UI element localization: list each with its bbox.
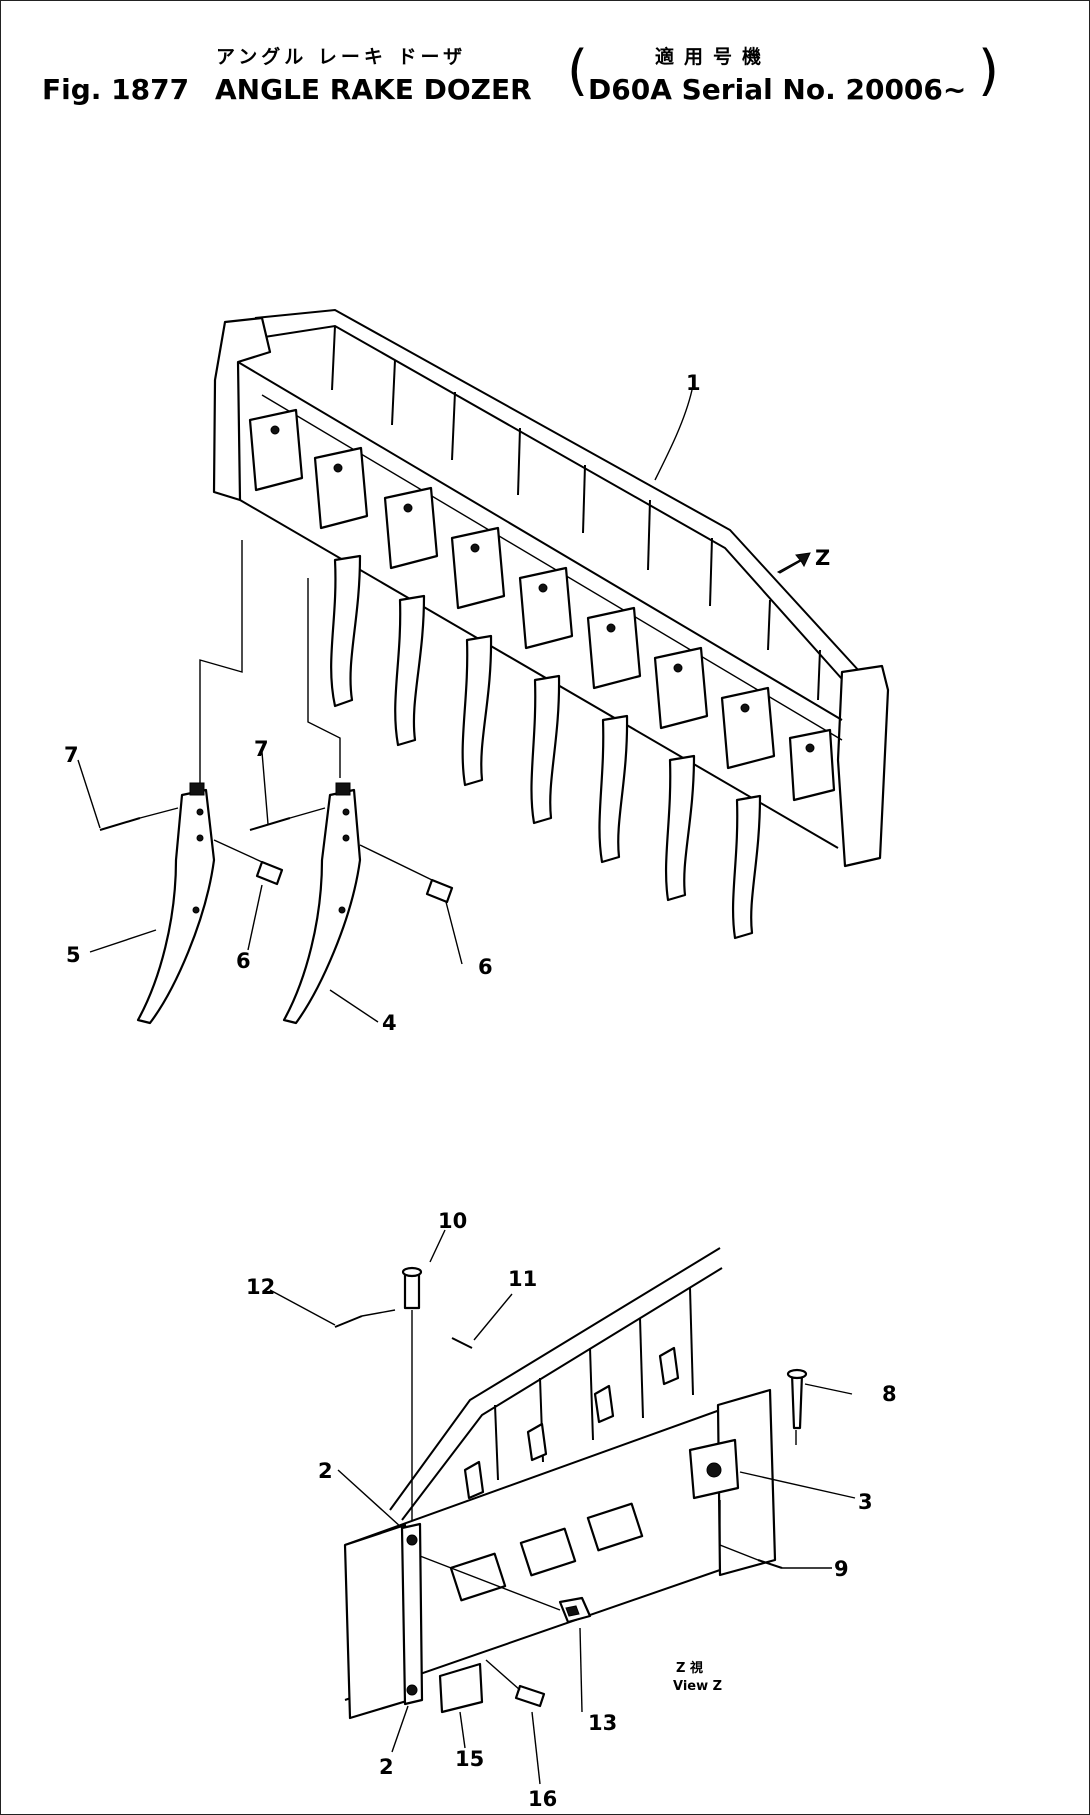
callout-16: 16 xyxy=(528,1787,557,1811)
callout-4: 4 xyxy=(382,1011,397,1035)
view-z-assembly xyxy=(269,1229,856,1785)
callout-2-top: 2 xyxy=(318,1459,333,1483)
serial-paren-open: ( xyxy=(567,39,589,102)
figure-label: Fig. 1877 xyxy=(42,73,190,106)
view-z-caption-en: View Z xyxy=(673,1679,722,1694)
callout-2-bottom: 2 xyxy=(379,1755,394,1779)
callout-8: 8 xyxy=(882,1382,897,1406)
serial-label-japanese: 適用号機 xyxy=(655,46,772,68)
loose-tines xyxy=(77,751,463,1025)
callout-7b: 7 xyxy=(254,737,269,761)
callout-9: 9 xyxy=(834,1557,849,1581)
title-japanese: アングル レーキ ドーザ xyxy=(216,46,467,68)
serial-label-english: D60A Serial No. 20006~ xyxy=(588,73,967,106)
view-z-caption-jp: Z 視 xyxy=(676,1660,703,1676)
callout-15: 15 xyxy=(455,1747,484,1771)
callout-3: 3 xyxy=(858,1490,873,1514)
callout-1: 1 xyxy=(686,371,701,395)
callout-5: 5 xyxy=(66,943,81,967)
callout-6a: 6 xyxy=(236,949,251,973)
callout-10: 10 xyxy=(438,1209,467,1233)
lower-callouts: 2 2 3 8 9 10 11 12 13 15 16 Z 視 View Z xyxy=(246,1209,897,1811)
callout-6b: 6 xyxy=(478,955,493,979)
view-z-arrow-label: Z xyxy=(815,546,830,570)
upper-callouts: 1 4 5 6 6 7 7 xyxy=(64,371,701,1035)
title-english: ANGLE RAKE DOZER xyxy=(215,73,532,106)
callout-12: 12 xyxy=(246,1275,275,1299)
serial-paren-close: ) xyxy=(978,39,1000,102)
callout-11: 11 xyxy=(508,1267,537,1291)
callout-7a: 7 xyxy=(64,743,79,767)
callout-13: 13 xyxy=(588,1711,617,1735)
rake-assembly: Z xyxy=(199,308,890,940)
